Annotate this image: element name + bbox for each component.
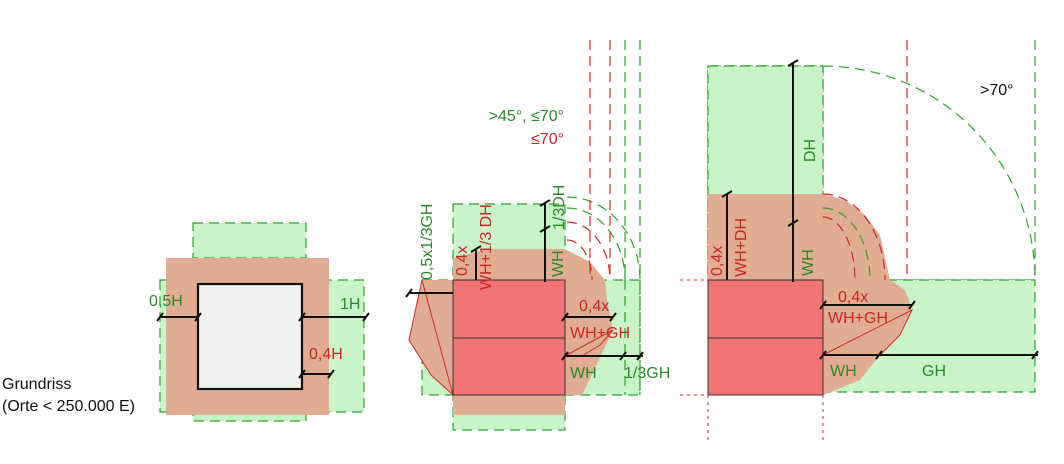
- arc-red-1: [566, 239, 593, 281]
- orange-outline-left: [408, 279, 454, 397]
- label-dh: DH: [802, 139, 819, 162]
- tick: [787, 219, 799, 227]
- tick: [636, 351, 644, 361]
- building-square: [196, 282, 304, 391]
- tick: [156, 312, 164, 322]
- tick: [819, 350, 827, 360]
- tick: [619, 351, 627, 361]
- label-05x13gh: 0,5x1/3GH: [419, 204, 436, 280]
- tick: [609, 312, 617, 322]
- label-13dh: 1/3DH: [551, 185, 568, 230]
- label-1h: 1H: [340, 296, 360, 313]
- middle-figure: >45°, ≤70° ≤70° 0,5x1/3GH 0,4x WH+1/3 DH…: [405, 40, 670, 431]
- tick: [470, 245, 482, 253]
- label-wh-gh: WH+GH: [828, 310, 888, 327]
- label-wh-13dh: WH+1/3 DH: [478, 204, 495, 290]
- tick: [362, 312, 370, 322]
- tick: [327, 369, 335, 379]
- tick: [194, 312, 202, 322]
- tick: [819, 300, 827, 310]
- tick: [561, 312, 569, 322]
- green-zone-top: [192, 222, 307, 259]
- arc-green-2: [566, 196, 641, 281]
- label-04x-vert: 0,4x: [709, 246, 726, 276]
- label-wh-bottom: WH: [830, 363, 857, 380]
- label-05h: 0,5H: [149, 293, 183, 310]
- caption-line1: Grundriss: [2, 376, 71, 393]
- label-angle-green: >45°, ≤70°: [489, 108, 564, 125]
- label-04h: 0,4H: [309, 346, 343, 363]
- arc-green-big: [822, 65, 1036, 281]
- label-angle: >70°: [980, 82, 1014, 99]
- tick: [298, 369, 306, 379]
- label-13gh: 1/3GH: [624, 365, 670, 382]
- arc-green-small: [822, 207, 871, 281]
- left-figure: 0,5H 1H 0,4H: [149, 222, 370, 422]
- tick: [405, 288, 413, 298]
- tick: [787, 59, 799, 67]
- label-04x-horiz: 0,4x: [838, 289, 868, 306]
- label-04x-right: 0,4x: [579, 298, 609, 315]
- arc-red-2: [822, 193, 886, 281]
- arc-green-1: [566, 207, 626, 281]
- tick: [1031, 350, 1039, 360]
- tick: [561, 351, 569, 361]
- label-wh-vertical: WH: [800, 249, 817, 276]
- arc-red-2: [566, 221, 611, 281]
- tick: [539, 199, 551, 207]
- label-angle-red: ≤70°: [531, 131, 564, 148]
- label-04x-top: 0,4x: [454, 246, 471, 276]
- tick: [539, 225, 551, 233]
- label-wh-dh: WH+DH: [733, 218, 750, 277]
- label-wh-vertical: WH: [550, 250, 567, 277]
- arc-red-1: [822, 216, 856, 281]
- label-wh-gh: WH+GH: [570, 325, 630, 342]
- tick: [875, 350, 883, 360]
- tick: [721, 190, 733, 198]
- caption-line2: (Orte < 250.000 E): [2, 398, 135, 415]
- label-wh-bottom: WH: [570, 365, 597, 382]
- tick: [298, 312, 306, 322]
- label-gh: GH: [922, 363, 946, 380]
- tick: [908, 300, 916, 310]
- right-figure: >70° DH WH 0,4x WH+DH 0,4x WH+GH WH GH: [680, 40, 1039, 440]
